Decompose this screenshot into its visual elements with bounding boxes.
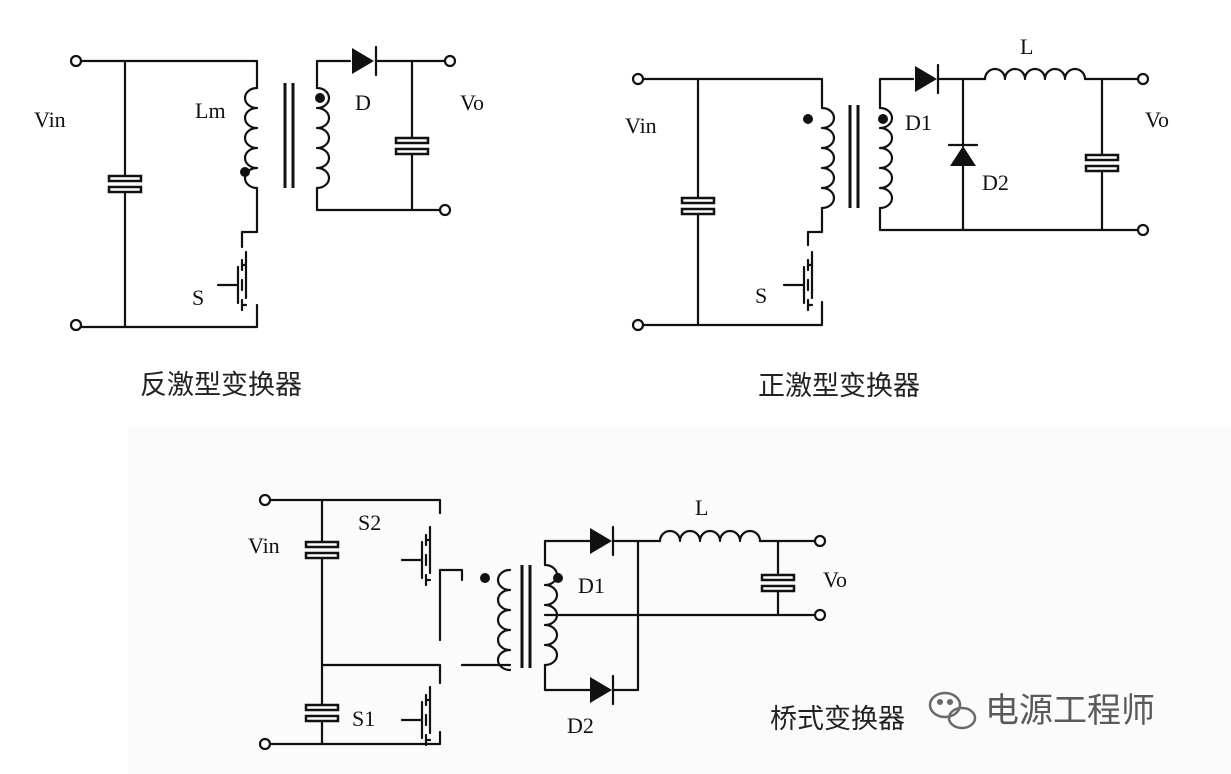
forward-s-label: S (755, 283, 767, 308)
bridge-s2-label: S2 (358, 510, 381, 535)
bridge-vo-bottom-terminal[interactable] (813, 608, 827, 622)
flyback-vin-top-terminal[interactable] (69, 54, 83, 68)
forward-vin-label: Vin (625, 113, 657, 138)
flyback-vin-label: Vin (34, 107, 66, 132)
bridge-right-wires (543, 539, 817, 692)
forward-vin-top-terminal[interactable] (631, 72, 645, 86)
watermark-text: 电源工程师 (985, 691, 1155, 731)
bridge-switch-s1 (400, 685, 432, 747)
forward-wires (641, 77, 824, 327)
forward-primary-dot (803, 114, 813, 124)
bridge-d2-label: D2 (567, 713, 594, 738)
bridge-secondary-dot (553, 573, 563, 583)
flyback-wires (79, 59, 259, 329)
flyback-vo-bottom-terminal[interactable] (438, 203, 452, 217)
flyback-switch (216, 250, 248, 312)
bridge-s1-label: S1 (352, 706, 375, 731)
forward-vo-label: Vo (1145, 107, 1169, 132)
flyback-input-capacitor (107, 174, 143, 194)
bridge-primary-dot (480, 573, 490, 583)
forward-primary-coil (820, 106, 836, 210)
flyback-diode-d (352, 45, 378, 77)
bridge-output-capacitor (760, 573, 796, 593)
forward-circuit: Vin L D1 D2 Vo S 正激型变换器 (625, 34, 1169, 402)
flyback-secondary-dot (315, 93, 325, 103)
flyback-vo-label: Vo (460, 90, 484, 115)
wechat-icon (928, 691, 977, 730)
forward-l-label: L (1020, 34, 1033, 59)
bridge-vin-bottom-terminal[interactable] (258, 737, 272, 751)
forward-d1-label: D1 (905, 110, 932, 135)
flyback-s-label: S (192, 285, 204, 310)
flyback-caption: 反激型变换器 (140, 370, 302, 401)
bridge-vin-label: Vin (248, 533, 280, 558)
forward-output-capacitor (1084, 153, 1120, 173)
forward-caption: 正激型变换器 (758, 371, 920, 402)
flyback-output-capacitor (394, 136, 430, 156)
bridge-primary-coil (496, 568, 512, 672)
bridge-input-capacitor-bottom (304, 703, 340, 723)
bridge-caption: 桥式变换器 (770, 704, 905, 735)
bridge-left-wires (268, 498, 512, 746)
flyback-d-label: D (355, 90, 371, 115)
forward-vo-bottom-terminal[interactable] (1136, 223, 1150, 237)
bridge-l-label: L (695, 495, 708, 520)
bridge-vo-label: Vo (823, 567, 847, 592)
bridge-circuit: Vin S2 S1 L D1 D2 Vo 桥式变换器 (248, 493, 905, 751)
forward-switch (782, 250, 814, 312)
flyback-primary-dot (240, 167, 250, 177)
forward-input-capacitor (680, 196, 716, 216)
forward-diode-d1 (915, 63, 940, 95)
bridge-switch-s2 (400, 525, 432, 587)
bridge-diode-d2 (590, 674, 615, 706)
bridge-d1-label: D1 (578, 573, 605, 598)
bridge-vo-top-terminal[interactable] (813, 534, 827, 548)
bridge-input-capacitor-top (304, 540, 340, 560)
forward-secondary-wires (878, 77, 1142, 232)
forward-inductor-l (983, 67, 1087, 81)
forward-d2-label: D2 (982, 170, 1009, 195)
bridge-vin-top-terminal[interactable] (258, 493, 272, 507)
forward-diode-d2 (947, 143, 979, 166)
flyback-vo-top-terminal[interactable] (443, 54, 457, 68)
flyback-circuit: Vin Lm D Vo S 反激型变换器 (34, 45, 484, 401)
forward-vin-bottom-terminal[interactable] (631, 318, 645, 332)
flyback-secondary-wires (315, 59, 447, 212)
bridge-diode-d1 (590, 525, 615, 557)
bridge-inductor-l (658, 529, 762, 543)
flyback-vin-bottom-terminal[interactable] (69, 318, 83, 332)
watermark: 电源工程师 (928, 691, 1155, 731)
flyback-lm-label: Lm (195, 98, 226, 123)
forward-secondary-dot (878, 114, 888, 124)
forward-vo-top-terminal[interactable] (1136, 72, 1150, 86)
flyback-secondary-coil (315, 86, 331, 190)
